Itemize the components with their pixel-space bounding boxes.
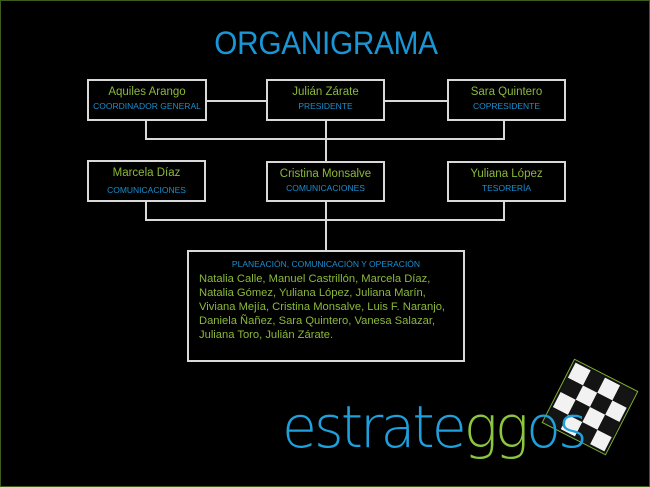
team-members-line: Juliana Toro, Julián Zárate.	[199, 329, 334, 341]
node-treasury: Yuliana López TESORERÍA	[447, 161, 566, 202]
logo-text-part1: estrate	[282, 393, 467, 461]
connector-row2-left-down	[145, 201, 147, 221]
node-role: TESORERÍA	[481, 183, 532, 193]
node-communications-2: Cristina Monsalve COMUNICACIONES	[266, 161, 385, 202]
connector-row2-right-down	[503, 201, 505, 221]
team-members-line: Natalia Calle, Manuel Castrillón, Marcel…	[199, 273, 431, 285]
connector-center-vertical-2	[325, 201, 327, 251]
connector-row1-right	[384, 100, 447, 102]
node-name: Sara Quintero	[470, 86, 543, 98]
team-heading: PLANEACIÓN, COMUNICACIÓN Y OPERACIÓN	[231, 259, 421, 269]
page-title: ORGANIGRAMA	[214, 25, 438, 61]
node-role: COMUNICACIONES	[286, 183, 365, 193]
node-name: Cristina Monsalve	[279, 168, 372, 180]
estrateggos-logo: estrateggos	[282, 393, 588, 461]
node-name: Julián Zárate	[292, 86, 359, 98]
connector-center-vertical-1	[325, 120, 327, 162]
team-members-line: Daniela Ñañez, Sara Quintero, Vanesa Sal…	[199, 315, 436, 327]
node-name: Marcela Díaz	[112, 167, 181, 179]
node-role: COMUNICACIONES	[107, 185, 186, 195]
node-role: COORDINADOR GENERAL	[93, 101, 201, 111]
node-name: Aquiles Arango	[108, 86, 186, 98]
team-members: Natalia Calle, Manuel Castrillón, Marcel…	[199, 272, 459, 342]
team-members-line: Viviana Mejía, Cristina Monsalve, Luis F…	[199, 301, 446, 313]
node-president: Julián Zárate PRESIDENTE	[266, 79, 385, 121]
node-role: COPRESIDENTE	[472, 101, 541, 111]
node-role: PRESIDENTE	[298, 101, 353, 111]
logo-text-part2: gg	[463, 393, 529, 461]
node-coordinator: Aquiles Arango COORDINADOR GENERAL	[87, 79, 207, 121]
logo-text-part3: os	[526, 393, 587, 461]
connector-row1-left-down	[145, 120, 147, 140]
node-copresident: Sara Quintero COPRESIDENTE	[447, 79, 566, 121]
team-box: PLANEACIÓN, COMUNICACIÓN Y OPERACIÓN Nat…	[187, 250, 465, 362]
connector-row1-left	[206, 100, 266, 102]
connector-row1-right-down	[503, 120, 505, 140]
team-members-line: Natalia Gómez, Yuliana López, Juliana Ma…	[199, 287, 426, 299]
node-name: Yuliana López	[470, 168, 543, 180]
node-communications-1: Marcela Díaz COMUNICACIONES	[87, 160, 206, 202]
